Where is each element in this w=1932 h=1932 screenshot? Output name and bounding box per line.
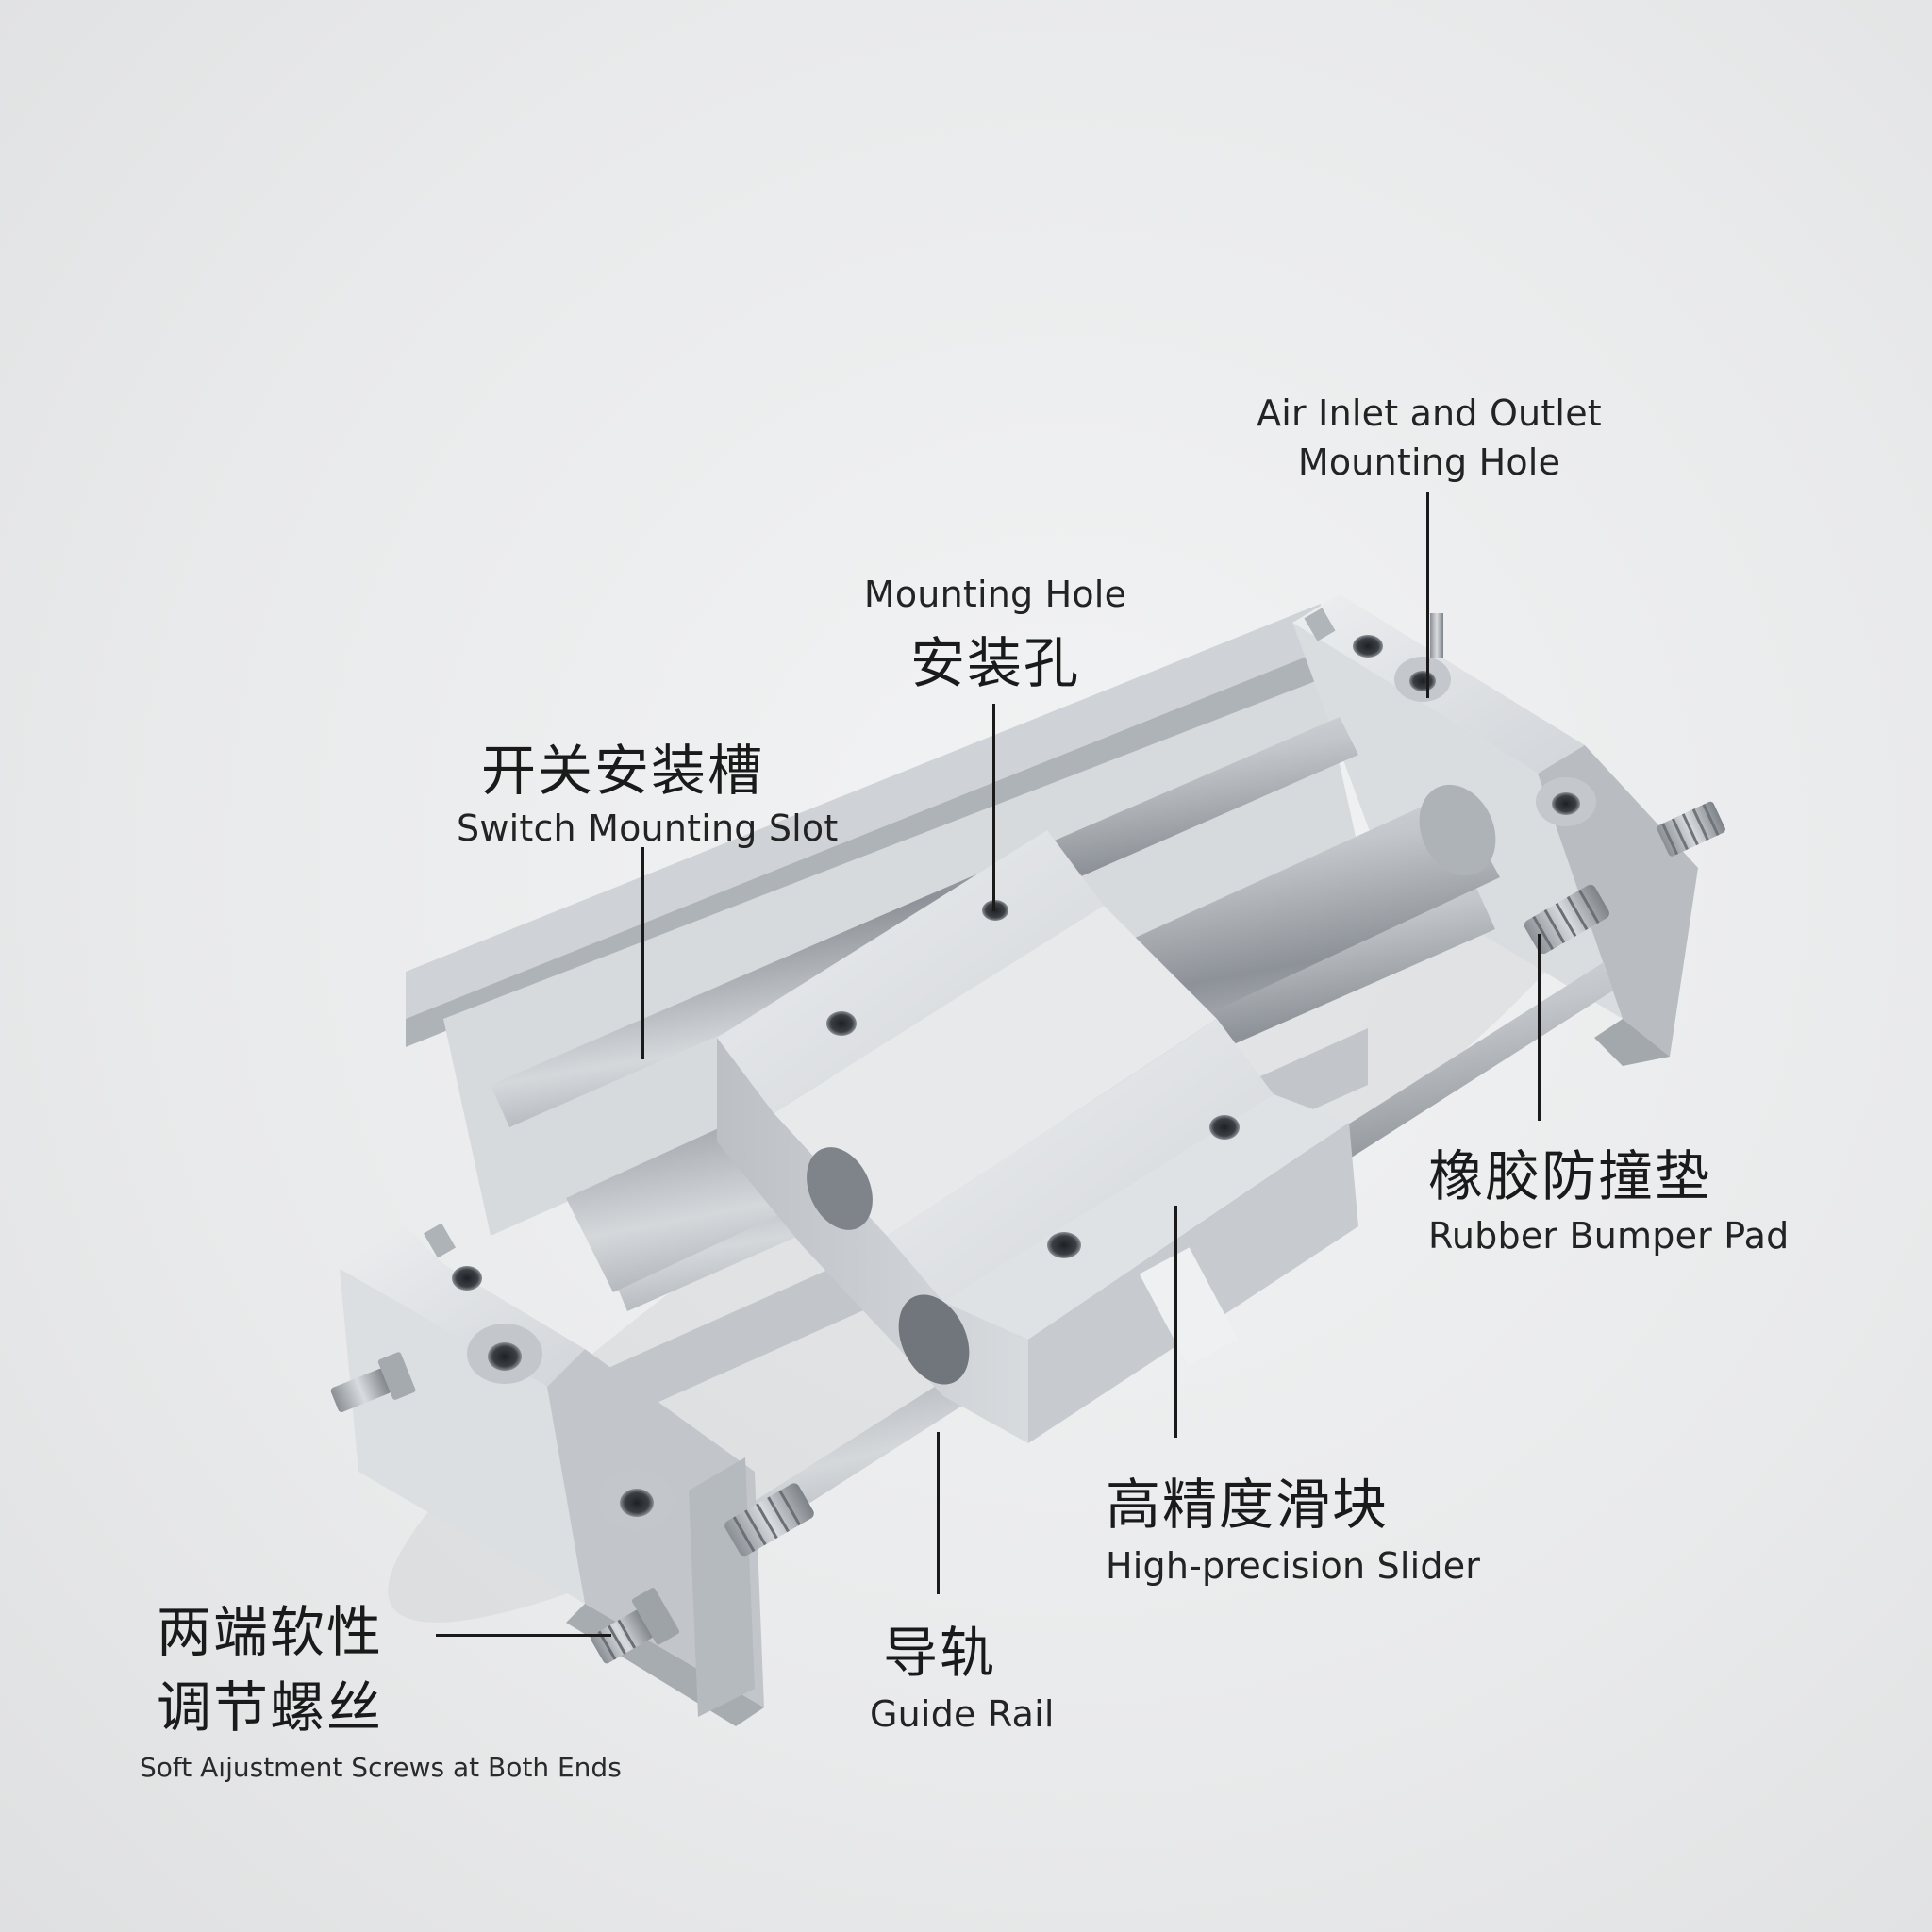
leader-slider xyxy=(1174,1206,1177,1438)
bumper-cn: 橡胶防撞垫 xyxy=(1428,1144,1712,1208)
leader-rail xyxy=(937,1432,940,1594)
switch-slot-en: Switch Mounting Slot xyxy=(457,808,839,849)
leader-mounting-hole xyxy=(992,704,995,911)
slider-en: High-precision Slider xyxy=(1106,1545,1481,1587)
slider-block xyxy=(717,830,1358,1443)
screws-cn-line1: 两端软性 xyxy=(157,1600,384,1664)
slider-cn: 高精度滑块 xyxy=(1106,1473,1390,1537)
bumper-stud-near xyxy=(724,1483,814,1557)
screws-label: 两端软性 调节螺丝 Soft Aıjustment Screws at Both… xyxy=(140,1594,622,1787)
mounting-hole-cn: 安装孔 xyxy=(909,631,1080,695)
mounting-hole-label: Mounting Hole 安装孔 xyxy=(849,574,1141,698)
bumper-label: 橡胶防撞垫 Rubber Bumper Pad xyxy=(1428,1132,1790,1257)
screws-en: Soft Aıjustment Screws at Both Ends xyxy=(140,1752,622,1783)
air-port-label-line1: Air Inlet and Outlet xyxy=(1257,392,1602,434)
screws-cn-line2: 调节螺丝 xyxy=(157,1675,384,1740)
leader-bumper xyxy=(1538,934,1541,1121)
switch-slot-cn: 开关安装槽 xyxy=(481,739,765,803)
bumper-en: Rubber Bumper Pad xyxy=(1428,1215,1790,1257)
switch-slot-label: 开关安装槽 Switch Mounting Slot xyxy=(457,726,838,849)
leader-switch-slot xyxy=(641,847,644,1059)
air-port-label-line2: Mounting Hole xyxy=(1297,441,1561,483)
rail-label: 导轨 Guide Rail xyxy=(870,1608,1055,1735)
leader-screws xyxy=(436,1634,611,1637)
rail-cn: 导轨 xyxy=(883,1621,997,1685)
air-port-label: Air Inlet and Outlet Mounting Hole xyxy=(1236,389,1623,487)
rail-en: Guide Rail xyxy=(870,1693,1055,1735)
adjustment-screw xyxy=(591,1588,680,1664)
bumper-stud-far xyxy=(1524,884,1609,955)
mounting-hole-en: Mounting Hole xyxy=(863,574,1127,615)
leader-air-port xyxy=(1426,492,1429,698)
slider-label: 高精度滑块 High-precision Slider xyxy=(1106,1460,1480,1587)
